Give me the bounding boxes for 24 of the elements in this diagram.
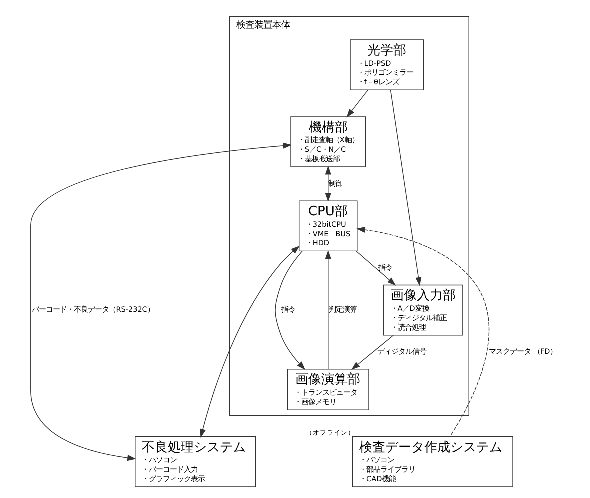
arrow <box>275 250 306 370</box>
edge-label: 制御 <box>328 178 343 188</box>
node-box: 検査データ作成システム ・パソコン ・部品ライブラリ ・CAD機能 <box>352 436 514 488</box>
arrow <box>30 142 292 462</box>
arrow <box>352 335 394 370</box>
node-box: 画像演算部 ・トランスピュータ ・画像メモリ <box>287 369 370 410</box>
arrow <box>325 166 332 202</box>
arrow <box>356 226 490 438</box>
edge-label: 指令 <box>281 305 296 314</box>
edge-label: バーコード・不良データ（RS-232C） <box>32 305 154 314</box>
edge-label: 判定演算 <box>328 305 357 314</box>
node-box: 画像入力部 ・A／D変換 ・ディジタル補正 ・読合処理 <box>384 284 464 336</box>
node-box: 不良処理システム ・パソコン ・バーコード入力 ・グラフィック表示 <box>135 436 256 488</box>
node-box: 光学部 ・LD-PSD ・ポリゴンミラー ・f－θレンズ <box>350 40 424 90</box>
arrow <box>325 250 332 370</box>
edge-label: マスクデータ （FD） <box>489 347 558 356</box>
node-box: CPU部 ・32bitCPU ・VME BUS ・HDD <box>299 200 358 252</box>
arrow <box>356 250 396 286</box>
arrow <box>390 90 422 286</box>
arrow <box>346 90 368 118</box>
edge-label: ディジタル信号 <box>378 347 427 356</box>
arrow <box>200 246 300 438</box>
edge-label: 指令 <box>378 263 393 272</box>
node-box: 機構部 ・副走査軸（X軸） ・S／C・N／C ・基板搬送部 <box>290 116 366 168</box>
